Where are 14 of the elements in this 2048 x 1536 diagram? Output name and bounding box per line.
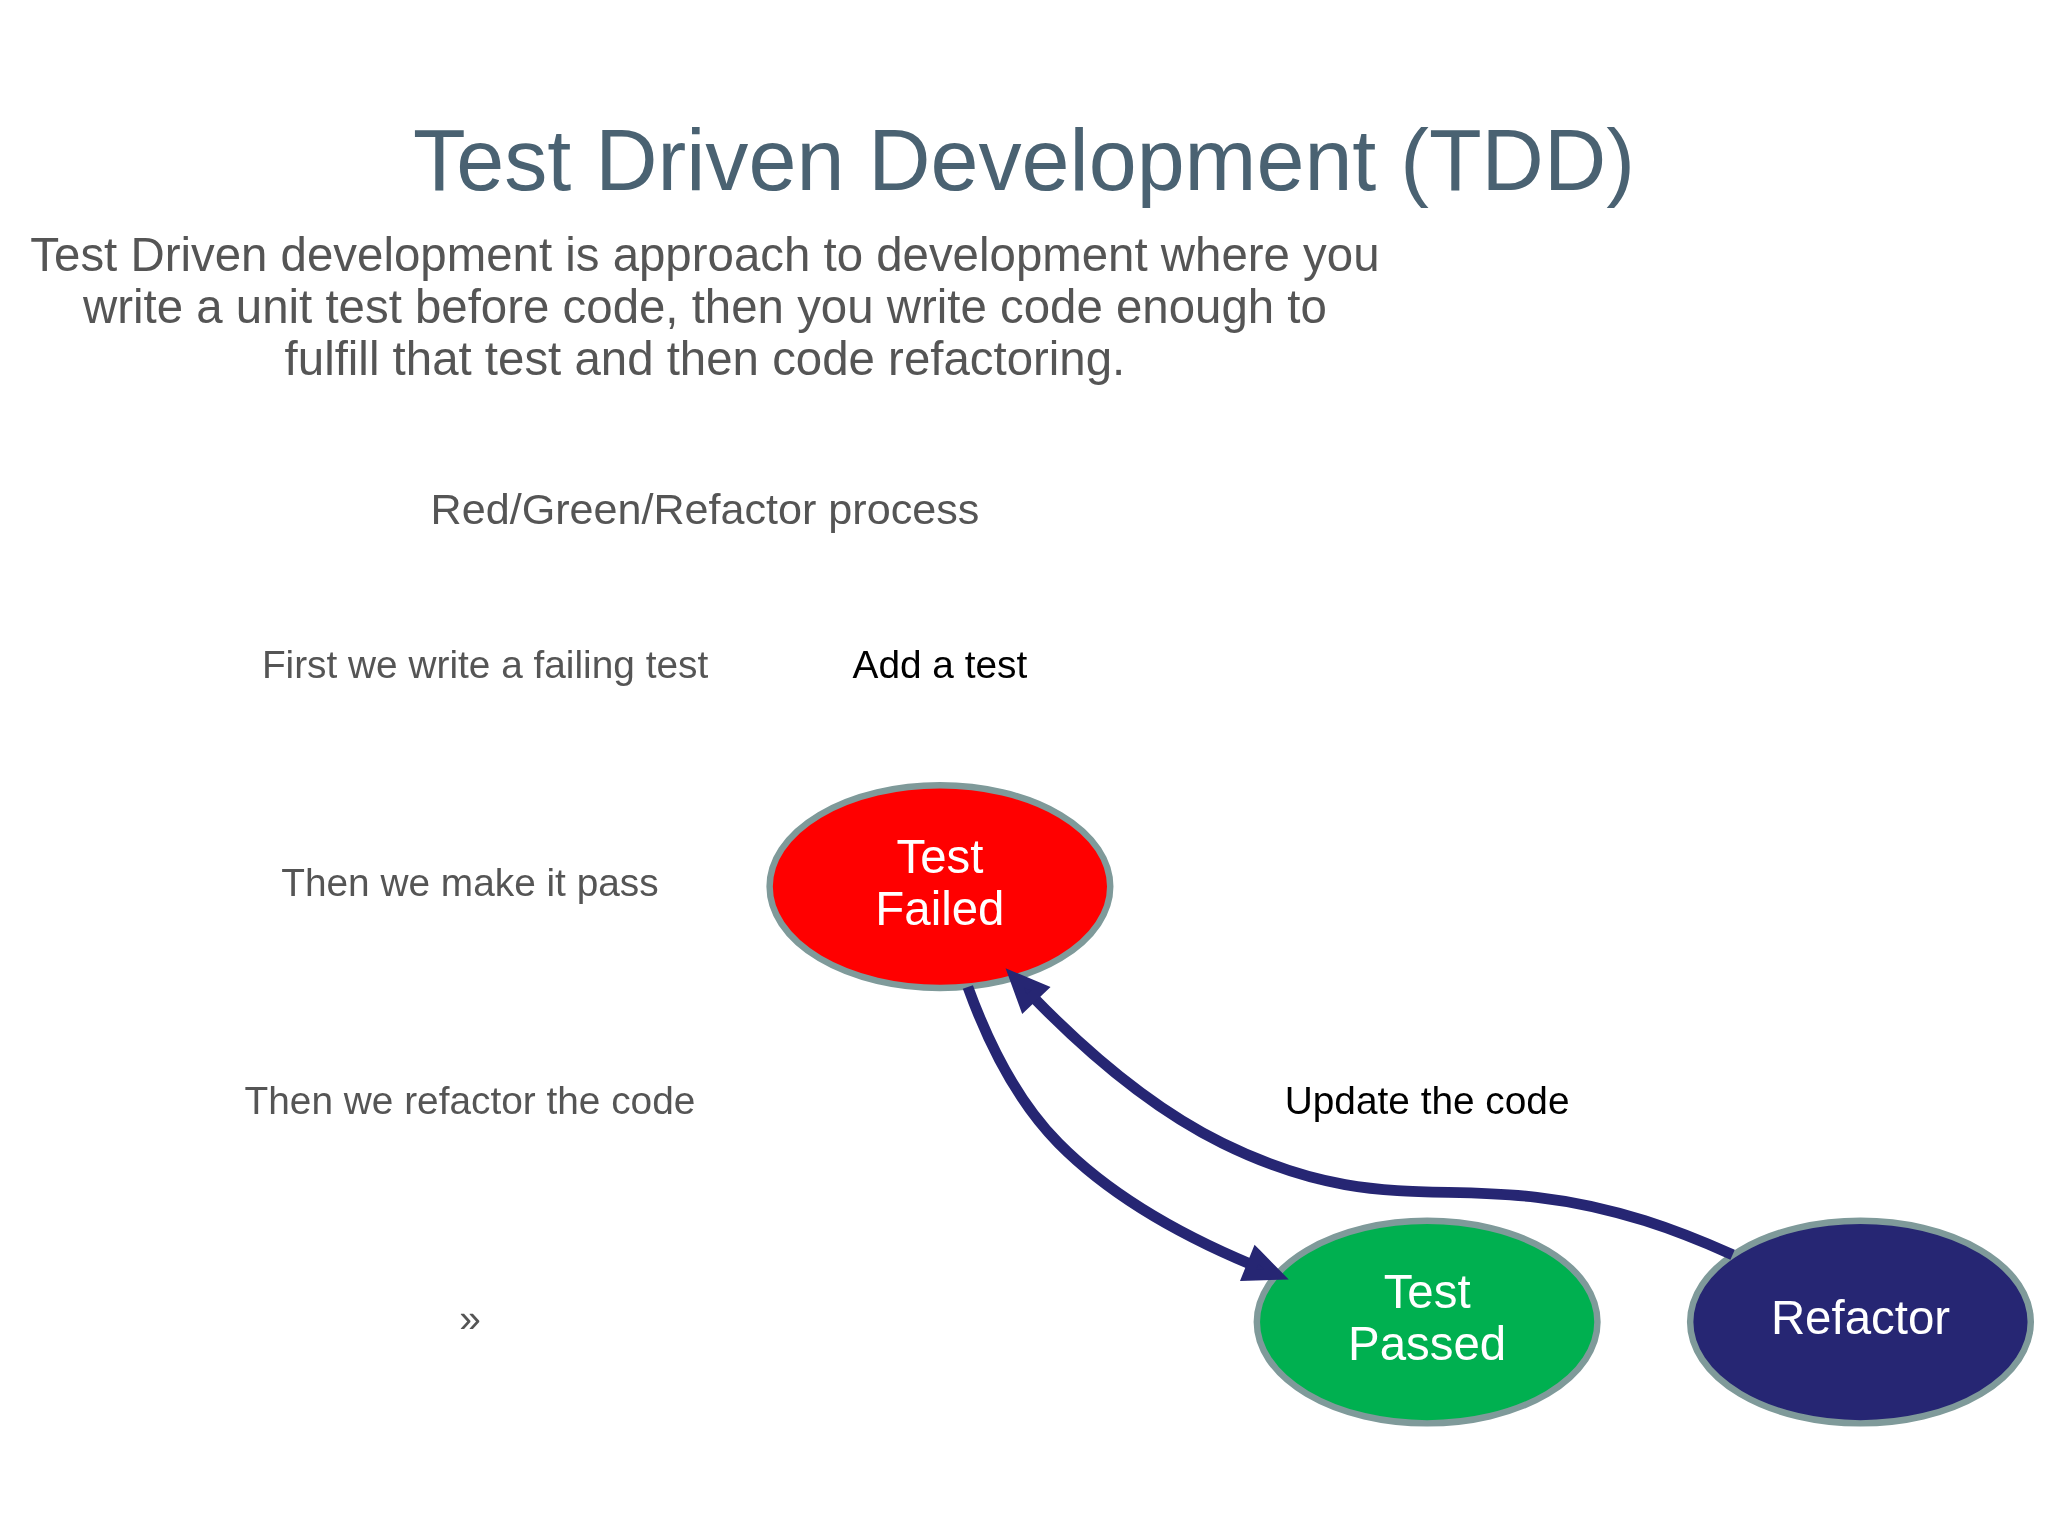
diagram-title: Test Driven Development (TDD) (413, 112, 1635, 209)
node-label: Update the code (1284, 1078, 1570, 1122)
label: » (459, 1296, 481, 1340)
arrow (962, 985, 1289, 1282)
node-label: Add a test (852, 643, 1028, 687)
label: Then we make it pass (281, 861, 659, 905)
node-ellipse: Refactor (1686, 1217, 2034, 1427)
label: Test Driven development is approach to development where you write a unit test before code, then you write code enough to fulfill that test and then code refactoring. (30, 228, 1380, 385)
node-ellipse: Test Passed (1253, 1217, 1601, 1427)
node-ellipse: Test Failed (766, 782, 1114, 992)
label: Then we refactor the code (244, 1078, 696, 1122)
label: First we write a failing test (261, 643, 709, 687)
arrow (1005, 968, 1735, 1260)
label: Red/Green/Refactor process (430, 485, 980, 534)
